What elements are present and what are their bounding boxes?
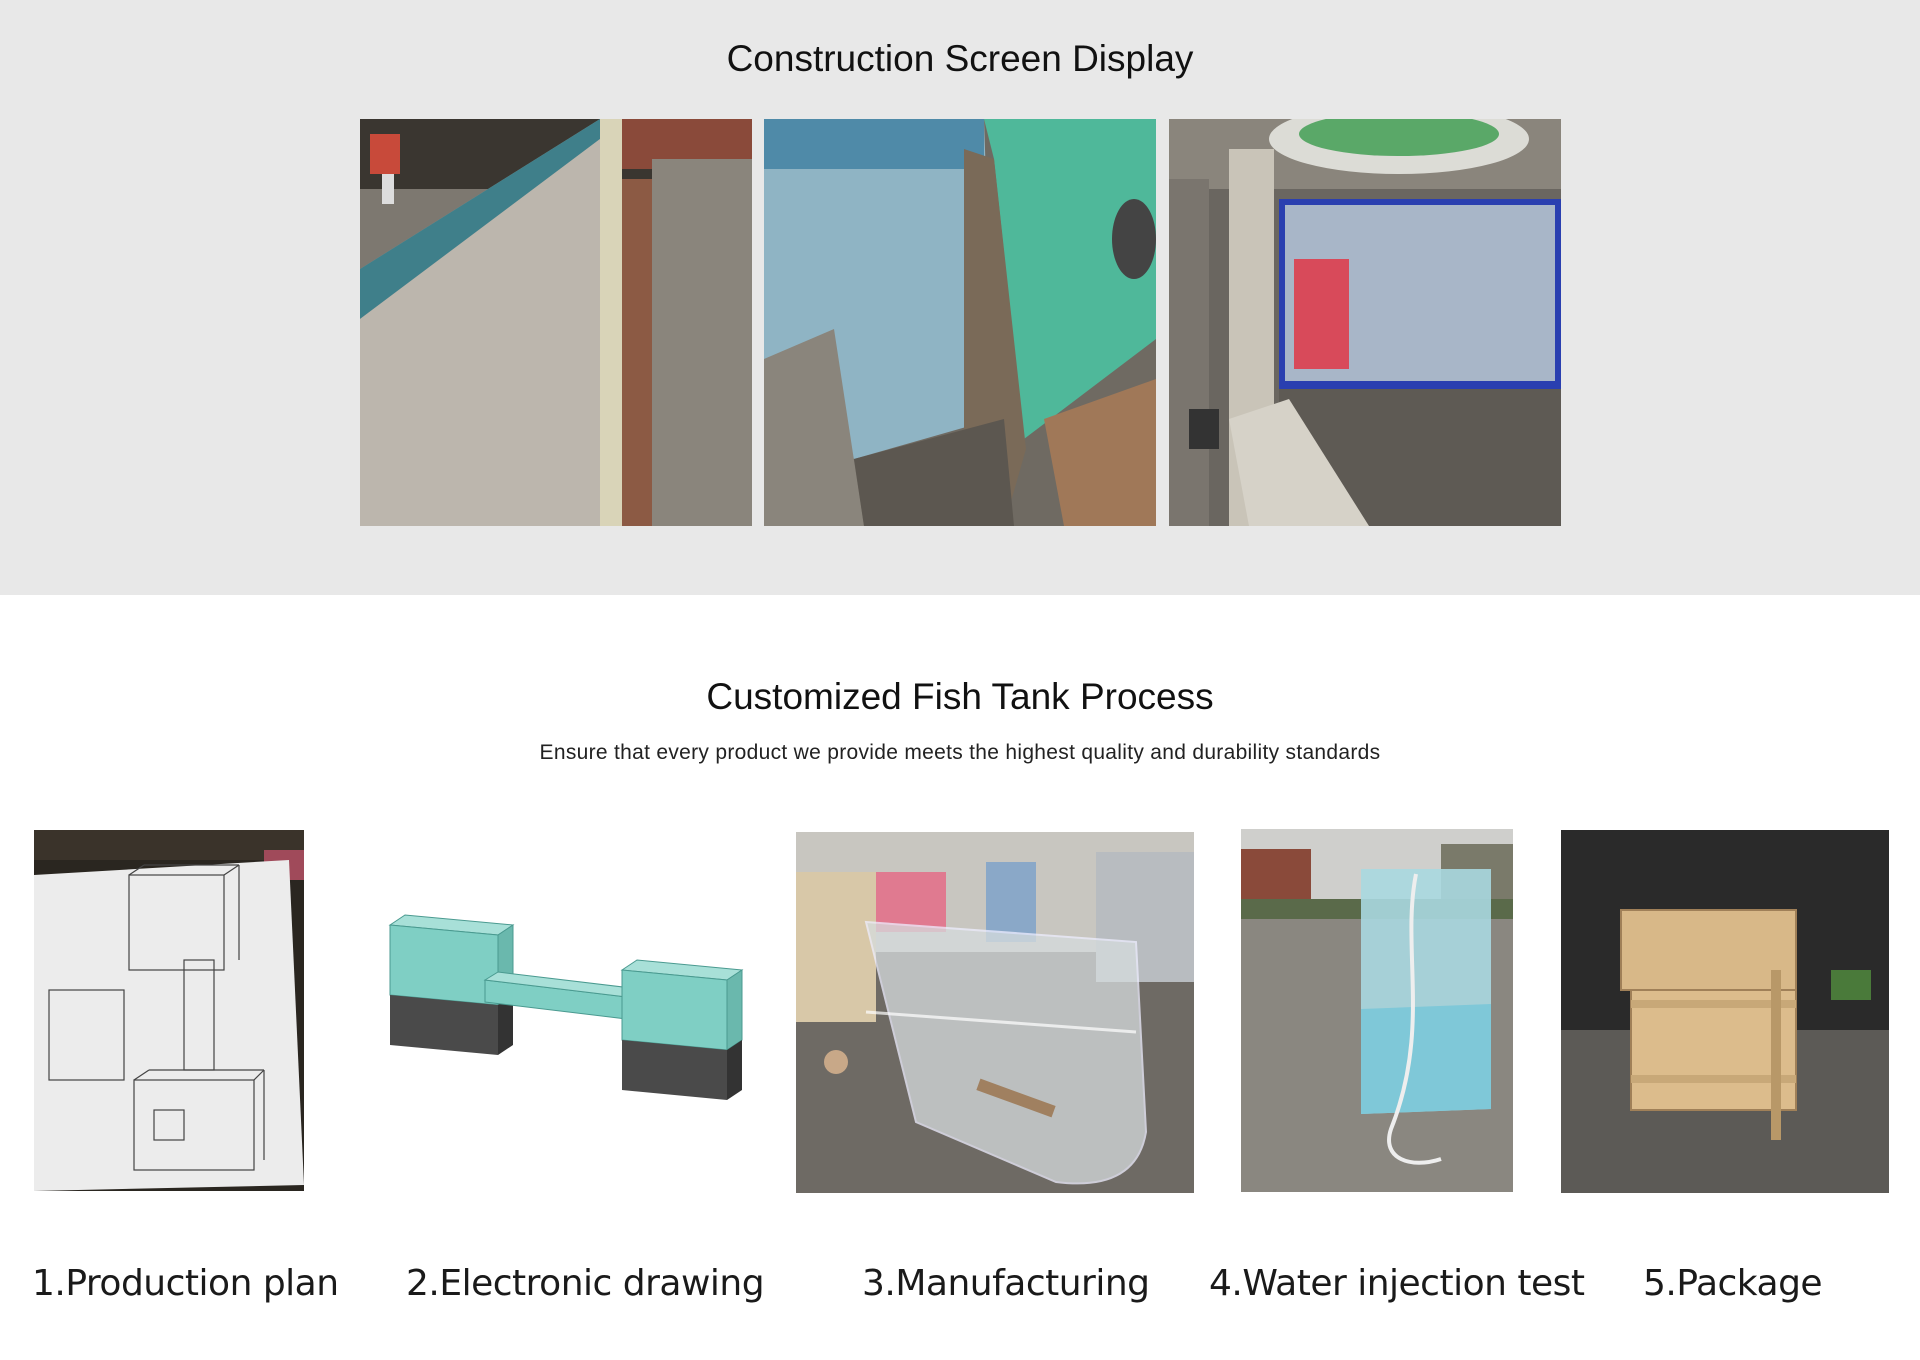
step-label-production-plan: 1.Production plan [32,1263,339,1304]
step-label-water-injection-test: 4.Water injection test [1209,1263,1585,1304]
step-label-package: 5.Package [1643,1263,1823,1304]
construction-title: Construction Screen Display [726,38,1194,79]
step-label-electronic-drawing: 2.Electronic drawing [406,1263,765,1304]
step-image-water-injection-test [1241,829,1513,1192]
step-image-manufacturing [796,832,1194,1193]
step-image-package [1561,830,1889,1193]
step-image-electronic-drawing [380,880,750,1120]
process-title: Customized Fish Tank Process [706,676,1214,717]
step-image-production-plan [34,830,304,1191]
process-subtitle: Ensure that every product we provide mee… [539,741,1381,764]
construction-photo-pool-wall [360,119,752,526]
step-label-manufacturing: 3.Manufacturing [862,1263,1150,1304]
construction-photo-acrylic-window [1169,119,1561,526]
construction-photo-pool-basin [764,119,1156,526]
